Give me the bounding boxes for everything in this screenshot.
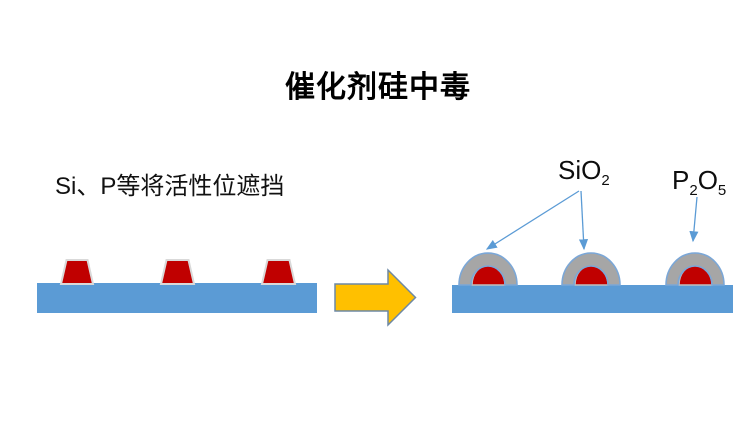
label-sio2: SiO2 (558, 155, 610, 190)
oxide-shell-3 (665, 252, 725, 286)
oxide-shell-2 (561, 252, 621, 286)
oxide-shell-1 (458, 252, 518, 286)
sio2-pointer-arrow-down-icon (578, 190, 589, 251)
label-sio2-subscript: 2 (601, 172, 610, 190)
sio2-pointer-arrow-left-icon (485, 190, 580, 250)
label-p2o5-base1: P (672, 165, 690, 195)
label-p2o5-subscript1: 2 (689, 182, 698, 200)
label-p2o5-subscript2: 5 (717, 182, 727, 200)
left-catalyst-particle-2 (159, 259, 196, 285)
left-caption: Si、P等将活性位遮挡 (55, 173, 285, 200)
left-catalyst-particle-1 (59, 259, 95, 285)
label-p2o5: P2O5 (672, 165, 727, 200)
label-p2o5-base2: O (697, 165, 718, 195)
p2o5-pointer-arrow-icon (689, 196, 699, 243)
page-title: 催化剂硅中毒 (285, 71, 471, 104)
label-sio2-base: SiO (558, 155, 602, 185)
left-catalyst-particle-3 (260, 259, 297, 285)
left-substrate-bar (37, 283, 317, 313)
right-substrate-bar (452, 285, 733, 313)
transform-right-arrow-icon (334, 268, 417, 327)
